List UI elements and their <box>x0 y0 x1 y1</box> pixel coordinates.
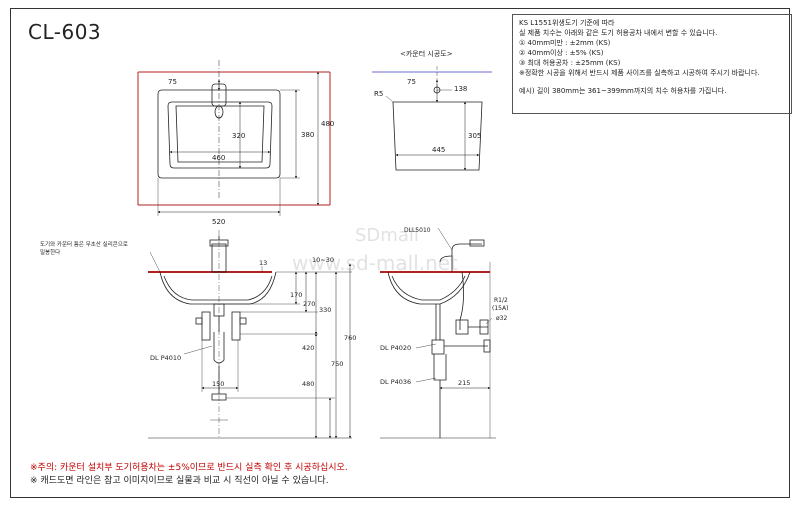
trap-label-p4020: DL P4020 <box>380 344 411 352</box>
dim-760: 760 <box>344 334 356 342</box>
model-number: CL-603 <box>28 20 102 44</box>
spec-example: 예시) 길이 380mm는 361~399mm까지의 치수 허용차를 가집니다. <box>519 87 727 95</box>
trap-label-p4010: DL P4010 <box>150 354 181 362</box>
dim-520: 520 <box>212 218 225 226</box>
top-view <box>137 60 331 216</box>
silicone-note-line2: 밀봉한다 <box>40 248 60 256</box>
dim-460: 460 <box>212 154 225 162</box>
drawing-frame <box>10 8 790 498</box>
counter-view <box>372 66 492 171</box>
dim-13: 13 <box>259 259 267 267</box>
pipe-label-15a: (15A) <box>492 305 508 312</box>
watermark-logo: SDmall <box>355 225 419 246</box>
counter-dim-r5: R5 <box>374 90 383 98</box>
dim-750: 750 <box>331 360 343 368</box>
side-dim-215: 215 <box>458 379 470 387</box>
spec-line: ① 40mm미만 : ±2mm (KS) <box>519 39 611 47</box>
tolerance-spec-box: KS L1551위생도기 기준에 따라 실 제품 치수는 아래와 같은 도기 허… <box>512 14 792 114</box>
dim-420: 420 <box>302 344 314 352</box>
pipe-label-r12: R1/2 <box>494 297 508 304</box>
counter-dim-75: 75 <box>407 78 416 86</box>
spec-line: ③ 최대 허용공차 : ±25mm (KS) <box>519 59 621 67</box>
warning-note: ※주의: 카운터 설치부 도기허용차는 ±5%이므로 반드시 실측 확인 후 시… <box>30 463 348 473</box>
counter-view-title: <카운터 시공도> <box>400 49 453 58</box>
dim-170: 170 <box>290 291 302 299</box>
dim-10-30: 10~30 <box>312 256 334 264</box>
spec-line: KS L1551위생도기 기준에 따라 <box>519 19 615 27</box>
faucet-label-dll5010: DLL5010 <box>404 227 431 234</box>
dim-480: 480 <box>321 120 334 128</box>
dim-150: 150 <box>212 380 224 388</box>
spec-line: ※정확한 시공을 위해서 반드시 제품 사이즈를 실측하고 시공하여 주시기 바… <box>519 69 760 77</box>
dim-480: 480 <box>302 380 314 388</box>
spec-line: ② 40mm이상 : ±5% (KS) <box>519 49 604 57</box>
counter-dim-305: 305 <box>468 132 481 140</box>
counter-dim-445: 445 <box>432 146 445 154</box>
footer-notes: ※주의: 카운터 설치부 도기허용차는 ±5%이므로 반드시 실측 확인 후 시… <box>30 462 348 488</box>
front-view <box>148 230 352 439</box>
info-note: ※ 캐드도면 라인은 참고 이미지이므로 실물과 비교 시 직선이 아닐 수 있… <box>30 476 329 486</box>
counter-dim-138: 138 <box>454 85 467 93</box>
trap-label-p4036: DL P4036 <box>380 378 411 386</box>
dim-320: 320 <box>232 132 245 140</box>
dim-380: 380 <box>301 131 314 139</box>
spec-line: 실 제품 치수는 아래와 같은 도기 허용공차 내에서 변할 수 있습니다. <box>519 29 718 37</box>
dim-270: 270 <box>303 300 315 308</box>
side-view <box>380 227 496 439</box>
dim-75: 75 <box>168 78 177 86</box>
silicone-note-line1: 도기와 카운터 틈은 무초산 실리콘으로 <box>40 240 128 248</box>
pipe-label-32: ø32 <box>496 315 507 322</box>
dim-330: 330 <box>319 306 331 314</box>
